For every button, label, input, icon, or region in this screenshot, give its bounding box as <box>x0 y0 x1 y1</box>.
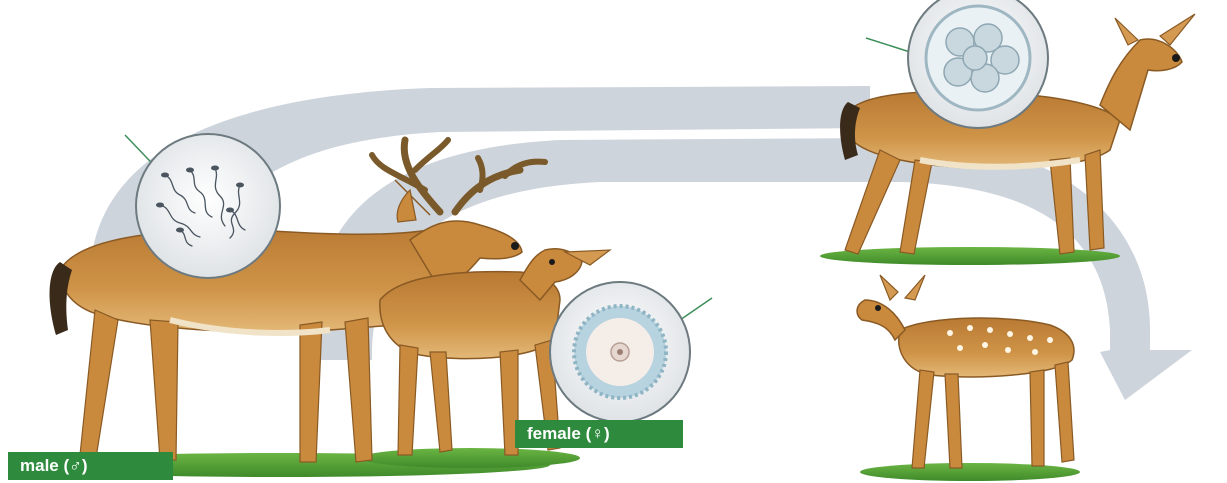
egg-inset <box>550 282 690 422</box>
fawn <box>857 275 1074 468</box>
male-label: male (♂) <box>8 452 173 480</box>
embryo-inset <box>908 0 1048 128</box>
female-label: female (♀) <box>515 420 683 448</box>
sperm-inset <box>136 134 280 278</box>
